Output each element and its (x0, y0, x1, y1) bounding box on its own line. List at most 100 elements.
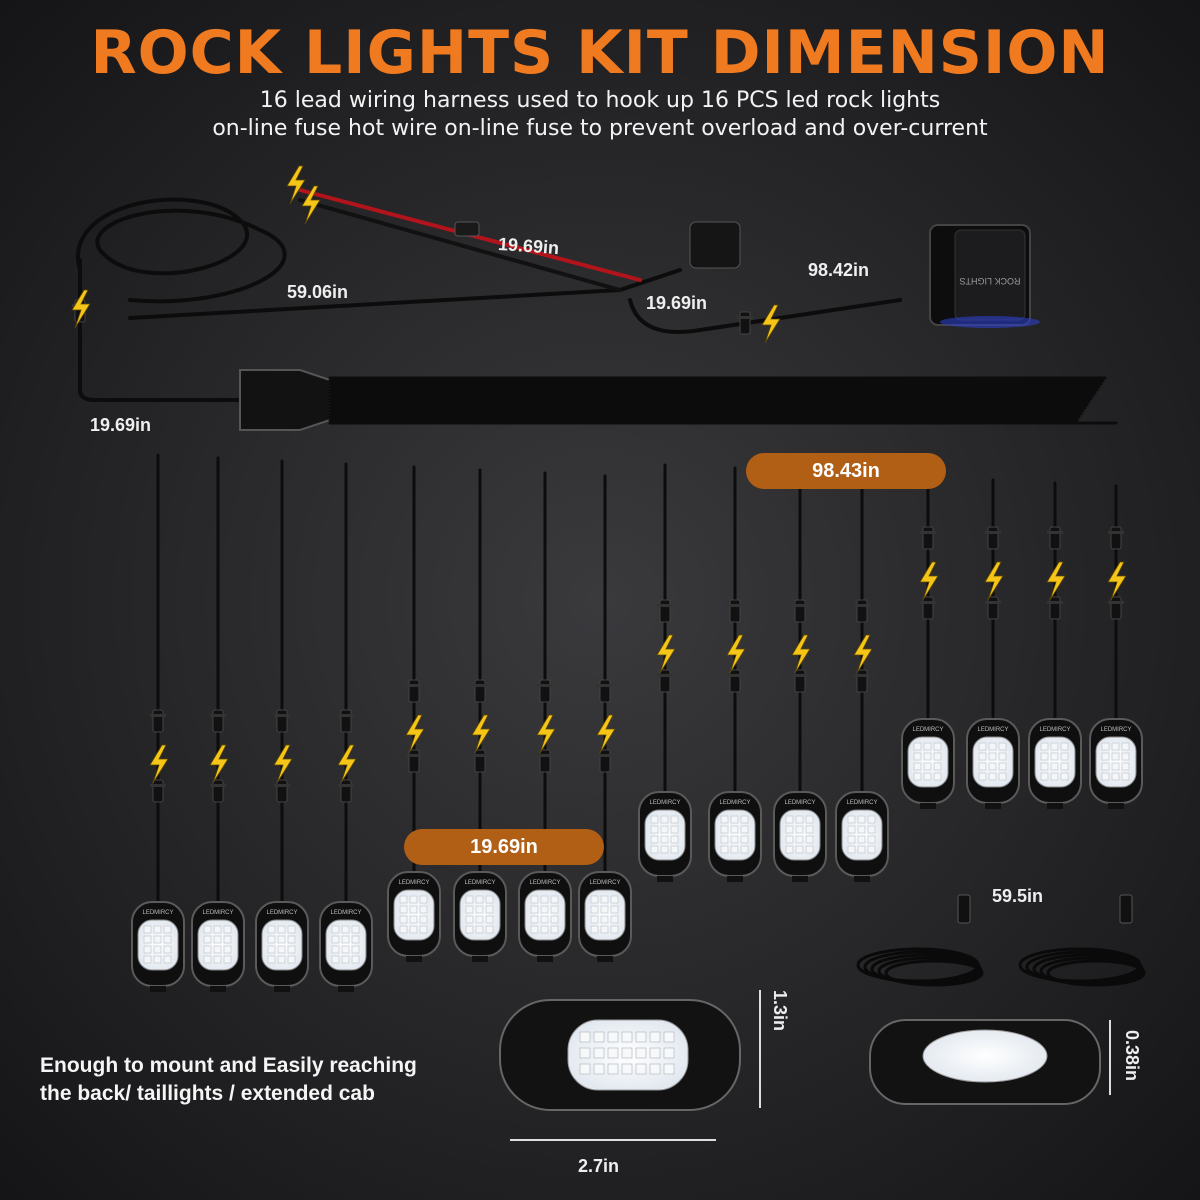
connector-ring (472, 684, 488, 687)
subtitle-line-1: 16 lead wiring harness used to hook up 1… (259, 88, 941, 113)
extension-cable-b (1018, 894, 1146, 987)
led-chip (988, 742, 997, 751)
connector-ring (792, 674, 808, 677)
large-led-chip (649, 1047, 661, 1059)
splitter-lead-length-label: 19.69in (90, 415, 152, 435)
extension-cable-a (856, 894, 984, 987)
led-chip (650, 845, 659, 854)
led-chip (287, 945, 296, 954)
large-led-chip (579, 1047, 591, 1059)
led-chip (1050, 742, 1059, 751)
switch-harness-length-label: 98.42in (808, 260, 870, 280)
led-chip (409, 925, 418, 934)
led-chip (978, 772, 987, 781)
pod-brand-text: LEDMIRCY (464, 880, 495, 886)
led-chip (670, 845, 679, 854)
led-chip (805, 825, 814, 834)
pod-brand-text: LEDMIRCY (529, 880, 560, 886)
connector-ring (1047, 531, 1063, 534)
page-title: ROCK LIGHTS KIT DIMENSION (90, 18, 1110, 88)
led-chip (740, 835, 749, 844)
lightning-icon (984, 561, 1004, 601)
extension-length-label: 59.5in (992, 886, 1044, 906)
led-chip (485, 925, 494, 934)
branch-connector (340, 709, 352, 733)
connector-ring (727, 674, 743, 677)
connector-ring (406, 754, 422, 757)
led-chip (475, 905, 484, 914)
branch-short-length-badge: 19.69in (404, 829, 604, 865)
led-chip (341, 935, 350, 944)
main-lead (78, 258, 242, 402)
large-led-chip (621, 1031, 633, 1043)
connector-ring (1108, 531, 1124, 534)
led-chip (847, 825, 856, 834)
led-chip (163, 935, 172, 944)
led-chip (1060, 762, 1069, 771)
lightning-icon (726, 634, 746, 674)
pod-brand-text: LEDMIRCY (142, 910, 173, 916)
led-chip (530, 895, 539, 904)
led-chip (203, 935, 212, 944)
branch-connector (152, 709, 164, 733)
led-chip (540, 925, 549, 934)
led-chip (485, 905, 494, 914)
large-led-chip (635, 1047, 647, 1059)
pod-brand-text: LEDMIRCY (846, 800, 877, 806)
pod-brand-text: LEDMIRCY (977, 727, 1008, 733)
connector-ring (597, 754, 613, 757)
lightning-icon-battery-neg (301, 185, 321, 225)
connector-ring (472, 754, 488, 757)
led-chip (287, 955, 296, 964)
pod-brand-text: LEDMIRCY (1039, 727, 1070, 733)
branch-connector-lower (659, 669, 671, 693)
rock-light-pods: LEDMIRCY LEDMIRCY LEDMIRCY LEDMIRCY LEDMIRCY… (131, 718, 1143, 992)
led-chip (1040, 752, 1049, 761)
lightning-icon-battery-pos (286, 165, 306, 205)
switch-glow (940, 316, 1040, 328)
lightning-icon (209, 744, 229, 784)
pod-tab (406, 956, 422, 962)
led-chip (267, 925, 276, 934)
lightning-icon (405, 714, 425, 754)
main-lead-length-label: 59.06in (287, 282, 349, 302)
cable-plug (1119, 894, 1133, 924)
mounting-note-line-1: Enough to mount and Easily reaching (40, 1054, 417, 1077)
led-chip (163, 945, 172, 954)
led-chip (550, 895, 559, 904)
led-chip (867, 835, 876, 844)
led-chip (1121, 752, 1130, 761)
led-chip (540, 895, 549, 904)
led-chip (670, 815, 679, 824)
mounting-note-line-2: the back/ taillights / extended cab (40, 1082, 375, 1105)
led-chip (341, 925, 350, 934)
relay-connector (689, 221, 741, 269)
connector-ring (537, 684, 553, 687)
pod-tab (210, 986, 226, 992)
lightning-icon-main (71, 289, 91, 329)
pod-tab (657, 876, 673, 882)
led-chip (223, 945, 232, 954)
led-chip (267, 955, 276, 964)
switch-connector (739, 311, 751, 335)
pod-tab (727, 876, 743, 882)
large-led-chip (635, 1063, 647, 1075)
switch-rocker (954, 229, 1026, 321)
pod-brand-text: LEDMIRCY (266, 910, 297, 916)
connector-ring (854, 674, 870, 677)
led-chip (923, 752, 932, 761)
led-chip (923, 762, 932, 771)
led-chip (163, 955, 172, 964)
led-chip (795, 845, 804, 854)
lightning-icon (919, 561, 939, 601)
lightning-icon (656, 634, 676, 674)
led-chip (475, 915, 484, 924)
led-chip (277, 935, 286, 944)
led-chip (600, 895, 609, 904)
led-chip (650, 815, 659, 824)
branch-connector-lower (599, 749, 611, 773)
led-chip (785, 825, 794, 834)
led-chip (610, 905, 619, 914)
led-chip (163, 925, 172, 934)
led-chip (475, 895, 484, 904)
